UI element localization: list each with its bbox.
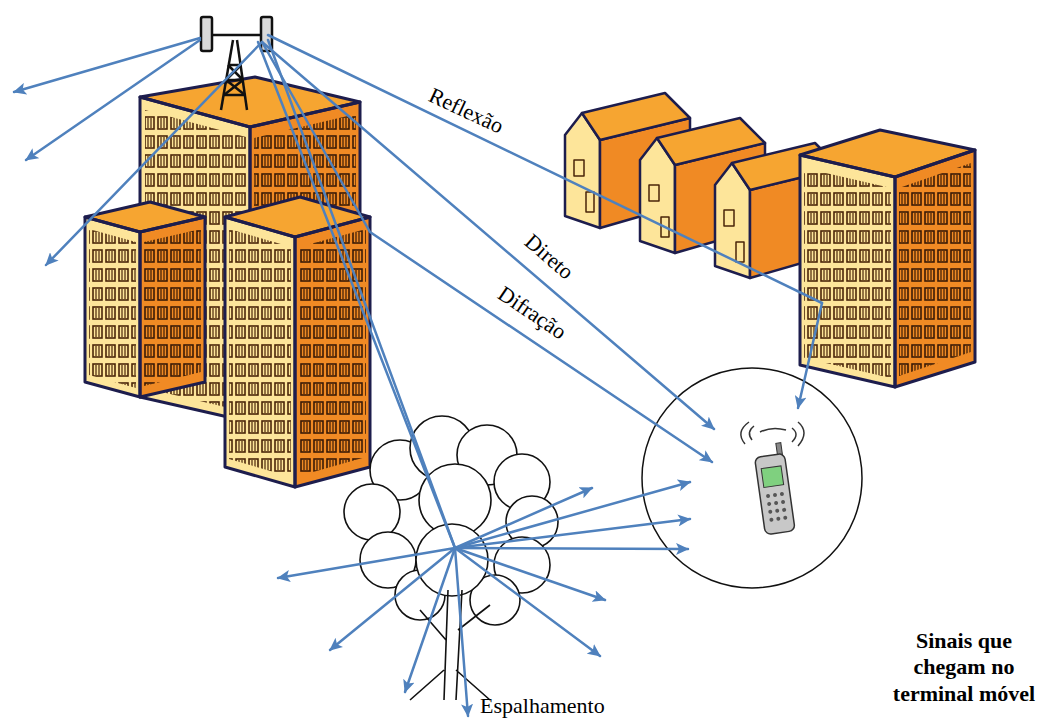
signal-waves: [741, 422, 804, 446]
propagation-arrows: [14, 35, 822, 716]
left-building: [85, 202, 205, 397]
path-label: Reflexão: [424, 82, 507, 139]
scatter-label: Espalhamento: [480, 693, 605, 719]
tree: [344, 416, 558, 700]
reception-circle: [642, 368, 862, 588]
right-building: [800, 130, 975, 387]
antenna-tower: [201, 17, 272, 110]
path-label: Direto: [519, 229, 579, 286]
caption-label: Sinais que chegam no terminal móvel: [885, 628, 1043, 707]
path-label: Difração: [493, 281, 572, 346]
front-building: [225, 197, 370, 487]
mobile-phone: [753, 442, 795, 534]
